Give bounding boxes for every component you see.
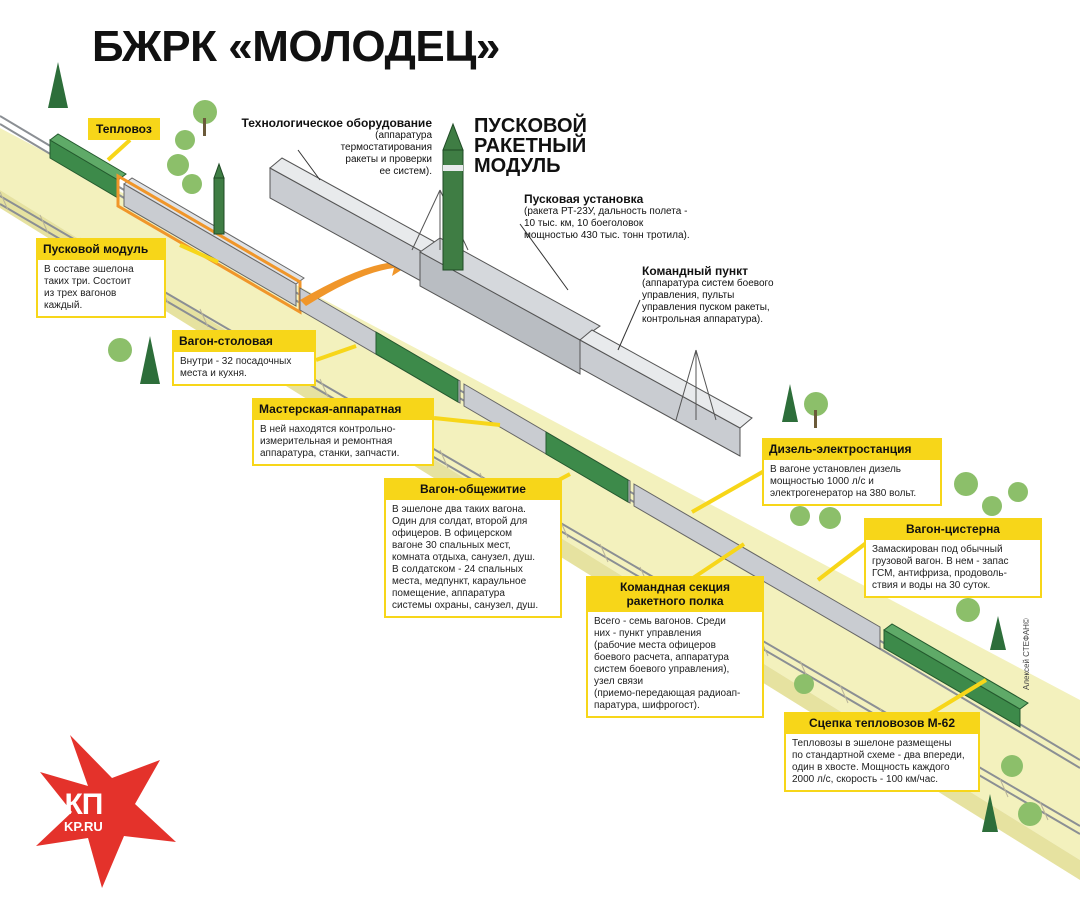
page-title: БЖРК «МОЛОДЕЦ» <box>92 22 500 71</box>
callout-header: Пусковой модуль <box>36 238 166 260</box>
callout-text: Всего - семь вагонов. Среди них - пункт … <box>586 612 764 718</box>
callout-header: Технологическое оборудование <box>241 116 432 130</box>
locomotives-rear <box>883 623 1029 728</box>
callout-header: Вагон-общежитие <box>384 478 562 500</box>
callout-coupling: Сцепка тепловозов М-62 Тепловозы в эшело… <box>784 712 980 792</box>
kp-logo[interactable]: КП KP.RU <box>64 788 103 834</box>
callout-header: Командный пункт <box>642 264 749 278</box>
callout-text: Тепловозы в эшелоне размещены по стандар… <box>784 734 980 792</box>
kp-logo-text: КП <box>64 788 103 821</box>
callout-text: В вагоне установлен дизель мощностью 100… <box>762 460 942 506</box>
thin-connectors <box>297 149 641 351</box>
author-credit: Алексей СТЕФАН© <box>1022 618 1031 690</box>
callout-workshop: Мастерская-аппаратная В ней находятся ко… <box>252 398 434 466</box>
callout-header: Вагон-цистерна <box>864 518 1042 540</box>
callout-header: Дизель-электростанция <box>762 438 942 460</box>
support-cars <box>299 287 881 650</box>
callout-text: Замаскирован под обычный грузовой вагон.… <box>864 540 1042 598</box>
launch-module-enlarged <box>269 157 753 457</box>
callout-text: В ней находятся контрольно- измерительна… <box>252 420 434 466</box>
callout-tank: Вагон-цистерна Замаскирован под обычный … <box>864 518 1042 598</box>
callout-dorm: Вагон-общежитие В эшелоне два таких ваго… <box>384 478 562 618</box>
callout-text: (аппаратура термостатирования ракеты и п… <box>340 130 432 177</box>
callout-text: В эшелоне два таких вагона. Один для сол… <box>384 500 562 618</box>
callout-text: В составе эшелона таких три. Состоит из … <box>36 260 166 318</box>
zoom-arrow <box>300 252 414 306</box>
callout-tech-equipment: Технологическое оборудование (аппаратура… <box>226 116 432 178</box>
callout-header: Командная секция ракетного полка <box>586 576 764 612</box>
callout-header: Вагон-столовая <box>172 330 316 352</box>
callout-text: Внутри - 32 посадочных места и кухня. <box>172 352 316 386</box>
launch-module-title: ПУСКОВОЙ РАКЕТНЫЙ МОДУЛЬ <box>474 115 587 177</box>
callout-diesel: Дизель-электростанция В вагоне установле… <box>762 438 942 506</box>
locomotive-front <box>49 133 127 199</box>
trees <box>48 62 1042 832</box>
rocket-large <box>442 122 464 271</box>
rocket-small <box>213 162 225 235</box>
callout-header: Пусковая установка <box>524 192 644 206</box>
callout-dining: Вагон-столовая Внутри - 32 посадочных ме… <box>172 330 316 386</box>
callout-text: (аппаратура систем боевого управления, п… <box>642 278 774 325</box>
callout-header: Сцепка тепловозов М-62 <box>784 712 980 734</box>
callout-launcher: Пусковая установка (ракета РТ-23У, дальн… <box>524 192 724 242</box>
train <box>49 133 1029 728</box>
callout-text: (ракета РТ-23У, дальность полета - 10 ты… <box>524 206 690 241</box>
callout-command-section: Командная секция ракетного полка Всего -… <box>586 576 764 718</box>
callout-teplovoz: Тепловоз <box>88 118 160 140</box>
callout-command-post: Командный пункт (аппаратура систем боево… <box>642 264 812 326</box>
kp-logo-subtext: KP.RU <box>64 819 103 834</box>
kp-logo-star <box>36 735 176 888</box>
callout-launch-module: Пусковой модуль В составе эшелона таких … <box>36 238 166 318</box>
callout-header: Мастерская-аппаратная <box>252 398 434 420</box>
